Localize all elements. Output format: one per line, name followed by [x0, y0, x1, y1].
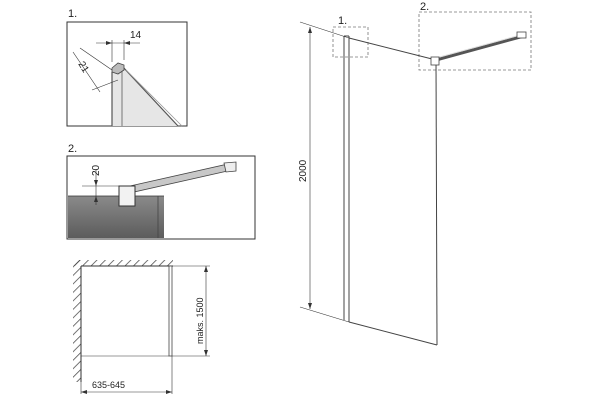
plan-top-wall [73, 260, 173, 266]
main-callout-box-1 [332, 26, 369, 58]
detail-2-wall [68, 196, 164, 238]
detail-2-number: 2. [68, 143, 77, 155]
main-wall-mount [516, 31, 527, 39]
detail-1-profile-cap [111, 62, 125, 75]
plan-left-wall [73, 260, 81, 382]
plan-view: maks. 1500 635-645 [73, 260, 210, 394]
plan-glass-panel [168, 265, 173, 357]
detail-2-dim-height: 20 [91, 164, 102, 176]
detail-1-number: 1. [68, 8, 77, 20]
detail-2-wall-mount [223, 161, 237, 173]
main-dim-height: 2000 [298, 159, 309, 182]
main-callout-2: 2. [420, 1, 429, 13]
main-callout-box-2 [418, 11, 532, 71]
detail-1-glass-edge [121, 65, 179, 127]
detail-1-dim-width: 14 [130, 30, 142, 41]
main-view: 1. 2. 2000 [298, 1, 532, 346]
detail-1-glass [112, 66, 178, 126]
main-stabilizer-bar [435, 34, 525, 62]
detail-1-dim-line-offset [72, 51, 101, 93]
main-glass-right-edge [435, 59, 438, 346]
main-callout-1: 1. [338, 15, 347, 27]
main-stabilizer-clamp [430, 56, 440, 66]
main-glass-top-edge [348, 37, 437, 61]
detail-1-panel: 1. 14 21 [66, 8, 188, 127]
plan-dim-max: maks. 1500 [195, 297, 205, 344]
main-glass-bottom-edge [348, 321, 438, 346]
detail-2-panel: 2. 20 [66, 143, 256, 240]
detail-2-clamp [118, 185, 136, 207]
plan-dim-width: 635-645 [92, 380, 125, 390]
